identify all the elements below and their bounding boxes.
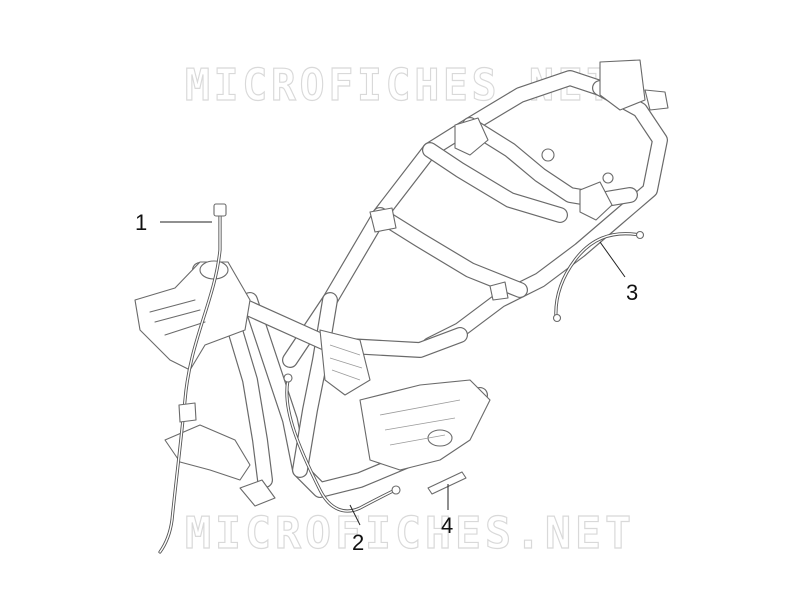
callout-3: 3 — [599, 241, 638, 305]
part-2-cable — [283, 373, 401, 513]
callout-1-label: 1 — [135, 210, 147, 235]
part-4-strip — [427, 471, 467, 495]
callout-1: 1 — [135, 210, 212, 235]
callout-3-label: 3 — [626, 280, 638, 305]
part-1-cable — [158, 203, 227, 554]
callout-2-label: 2 — [352, 530, 364, 555]
watermark-bottom: MICROFICHES.NET — [185, 508, 635, 559]
callout-4: 4 — [441, 484, 453, 538]
callout-2: 2 — [349, 504, 364, 555]
callout-4-label: 4 — [441, 513, 453, 538]
part-3-cable — [552, 230, 645, 323]
